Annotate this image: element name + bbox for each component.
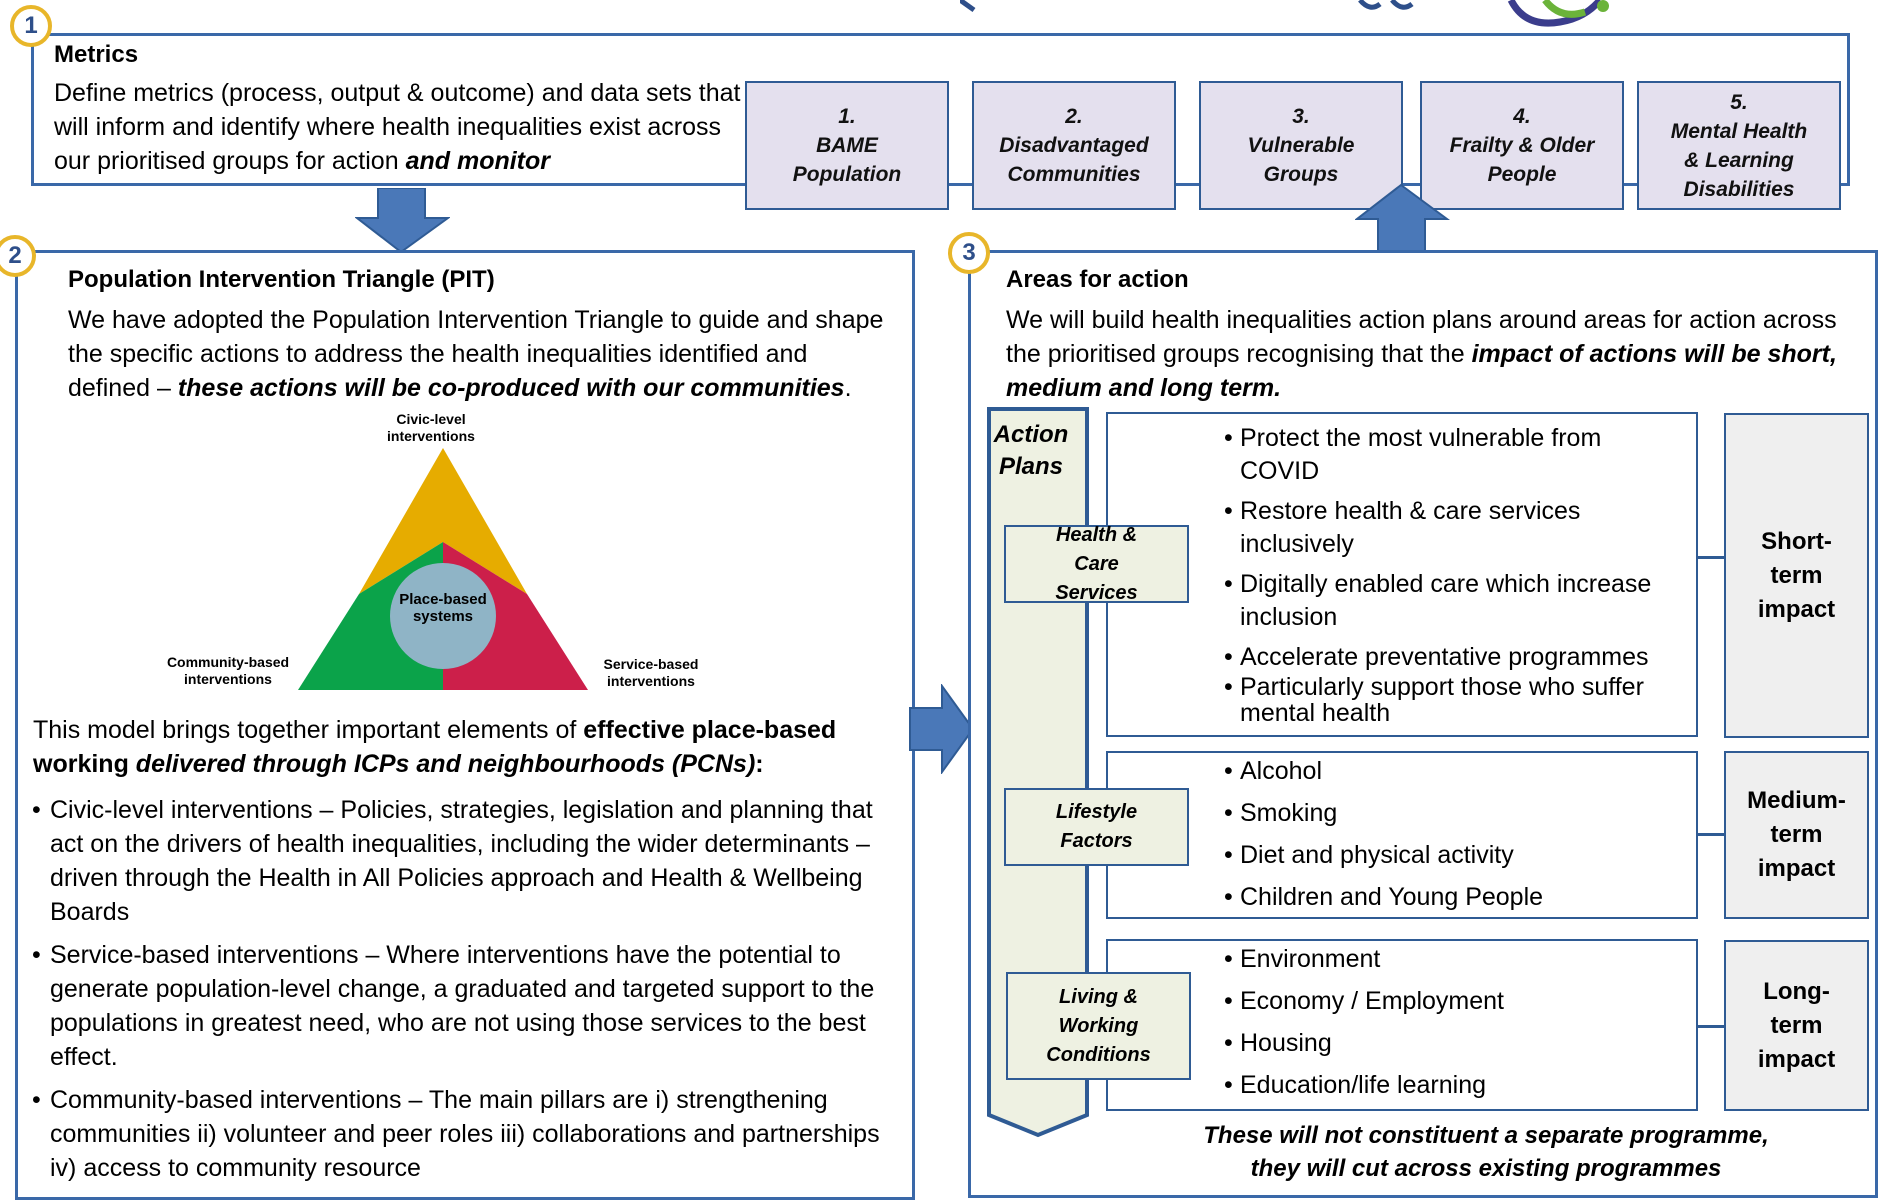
list-item: Digitally enabled care which increase in… (1224, 568, 1684, 634)
list-item: Particularly support those who suffer me… (1224, 674, 1684, 726)
list-item: Children and Young People (1224, 881, 1684, 914)
health-care-actions-list: Protect the most vulnerable from COVID R… (1224, 422, 1684, 733)
list-item: Civic-level interventions – Policies, st… (32, 793, 912, 929)
pit-intro: We have adopted the Population Intervent… (68, 306, 884, 402)
population-intervention-triangle (298, 448, 588, 690)
pit-intro-emphasis: these actions will be co-produced with o… (177, 374, 845, 402)
metrics-text-emphasis: and monitor (405, 147, 551, 175)
living-working-actions-list: Environment Economy / Employment Housing… (1224, 943, 1684, 1109)
civic-segment (359, 448, 527, 594)
list-item: Housing (1224, 1027, 1684, 1060)
step-badge-2: 2 (0, 235, 36, 277)
connector (1698, 556, 1727, 559)
areas-panel: Areas for action We will build health in… (968, 250, 1878, 1198)
list-item: Alcohol (1224, 755, 1684, 788)
right-arrow-icon (909, 684, 975, 774)
step-badge-3: 3 (948, 232, 990, 274)
group-card-vulnerable: 3.Vulnerable Groups (1199, 81, 1403, 210)
areas-title: Areas for action (1006, 266, 1189, 293)
metrics-text-main: Define metrics (process, output & outcom… (54, 79, 741, 175)
living-working-conditions-label: Living & Working Conditions (1006, 972, 1191, 1080)
short-term-impact: Short-term impact (1724, 413, 1869, 738)
intervention-list: Civic-level interventions – Policies, st… (32, 793, 912, 1185)
health-care-services-label: Health & Care Services (1004, 524, 1189, 604)
lifestyle-factors-label: Lifestyle Factors (1004, 788, 1189, 866)
long-term-impact: Long-term impact (1724, 940, 1869, 1111)
pit-panel: Population Intervention Triangle (PIT) W… (15, 250, 915, 1200)
list-item: Restore health & care services inclusive… (1224, 495, 1684, 561)
list-item: Economy / Employment (1224, 985, 1684, 1018)
list-item: Environment (1224, 943, 1684, 976)
list-item: Service-based interventions – Where inte… (32, 938, 912, 1074)
health-care-actions-box: Protect the most vulnerable from COVID R… (1106, 412, 1698, 737)
title-fragment (958, 0, 1420, 14)
connector (1698, 833, 1727, 836)
down-arrow-icon (355, 188, 450, 253)
medium-term-impact: Medium-term impact (1724, 751, 1869, 919)
model-text: This model brings together important ele… (33, 716, 837, 778)
group-card-bame: 1.BAME Population (745, 81, 949, 210)
group-card-disadvantaged: 2.Disadvantaged Communities (972, 81, 1176, 210)
connector (1698, 1025, 1727, 1028)
civic-level-label: Civic-level interventions (387, 411, 475, 444)
step-badge-1: 1 (10, 5, 52, 47)
logo-fragment (1505, 0, 1615, 30)
list-item: Diet and physical activity (1224, 839, 1684, 872)
pit-title: Population Intervention Triangle (PIT) (68, 266, 495, 293)
list-item: Accelerate preventative programmes (1224, 641, 1684, 674)
living-working-actions-box: Environment Economy / Employment Housing… (1106, 939, 1698, 1111)
place-based-circle (390, 563, 496, 669)
community-based-label: Community-based interventions (166, 654, 290, 687)
service-based-label: Service-based interventions (603, 656, 699, 689)
list-item: Protect the most vulnerable from COVID (1224, 422, 1684, 488)
list-item: Smoking (1224, 797, 1684, 830)
action-plans-label: Action Plans (993, 421, 1069, 480)
list-item: Education/life learning (1224, 1069, 1684, 1102)
logo-icon (1507, 0, 1609, 27)
lifestyle-actions-box: Alcohol Smoking Diet and physical activi… (1106, 751, 1698, 919)
lifestyle-actions-list: Alcohol Smoking Diet and physical activi… (1224, 755, 1684, 921)
group-card-mental-health: 5.Mental Health & Learning Disabilities (1637, 81, 1841, 210)
metrics-panel: Metrics Define metrics (process, output … (31, 33, 1850, 210)
metrics-title: Metrics (54, 41, 139, 68)
areas-intro: We will build health inequalities action… (1006, 306, 1837, 402)
list-item: Community-based interventions – The main… (32, 1083, 912, 1185)
group-card-frailty: 4.Frailty & Older People (1420, 81, 1624, 210)
areas-footer: These will not constituent a separate pr… (1203, 1122, 1769, 1182)
place-based-label: Place-based systems (399, 591, 487, 625)
up-arrow-icon (1355, 183, 1450, 251)
metrics-text: Define metrics (process, output & outcom… (54, 76, 754, 178)
areas-intro-emphasis: impact of actions will be short, medium … (1006, 340, 1837, 402)
